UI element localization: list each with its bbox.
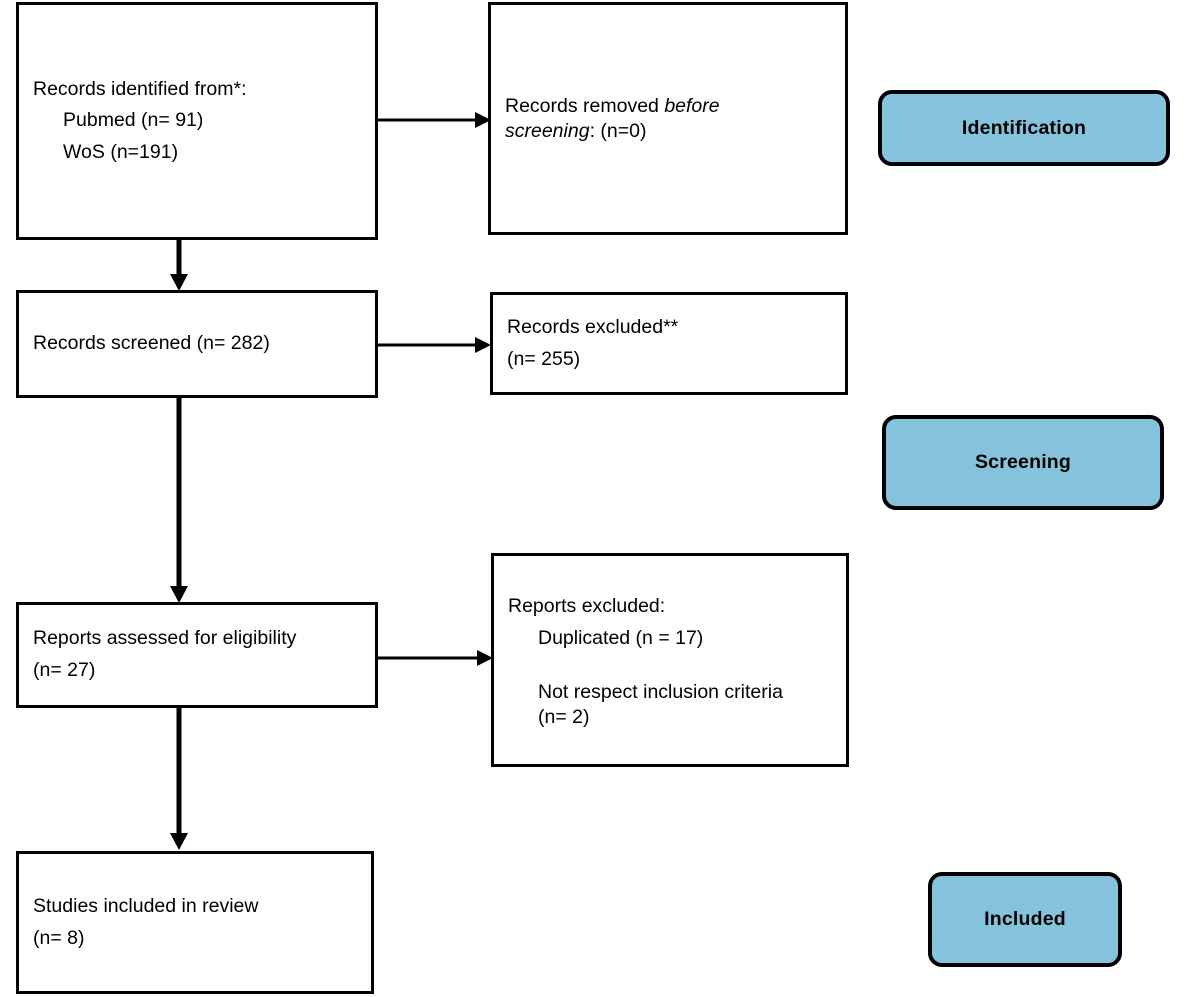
reports-assessed-label: Reports assessed for eligibility [33, 627, 297, 650]
box-records-excluded: Records excluded** (n= 255) [490, 292, 848, 395]
box-records-screened: Records screened (n= 282) [16, 290, 378, 398]
reports-excluded-reason-duplicated: Duplicated (n = 17) [538, 626, 704, 649]
reports-excluded-reason-inclusion: Not respect inclusion criteria [538, 681, 783, 704]
records-excluded-label: Records excluded** [507, 315, 679, 338]
records-removed-italic-before: before [664, 95, 720, 118]
box-records-identified: Records identified from*: Pubmed (n= 91)… [16, 2, 378, 240]
records-identified-source-wos: WoS (n=191) [63, 140, 179, 163]
reports-assessed-count: (n= 27) [33, 659, 96, 681]
arrow-screened-to-assessed [168, 396, 190, 604]
records-removed-prefix: Records removed [505, 95, 665, 118]
stage-label-identification: Identification [961, 116, 1087, 139]
arrow-assessed-to-included [168, 708, 190, 851]
arrow-identified-to-screened [168, 238, 190, 292]
stage-badge-screening: Screening [882, 415, 1164, 510]
reports-excluded-reason-inclusion-count: (n= 2) [538, 705, 590, 728]
arrow-identified-to-removed [377, 110, 492, 130]
stage-badge-identification: Identification [878, 90, 1170, 166]
studies-included-count: (n= 8) [33, 926, 85, 949]
studies-included-label: Studies included in review [33, 894, 259, 917]
stage-badge-included: Included [928, 872, 1122, 967]
records-excluded-count: (n= 255) [507, 347, 581, 370]
box-reports-excluded: Reports excluded: Duplicated (n = 17) No… [491, 553, 849, 767]
box-studies-included: Studies included in review (n= 8) [16, 851, 374, 994]
reports-excluded-spacer [494, 654, 846, 680]
box-reports-assessed: Reports assessed for eligibility (n= 27) [16, 602, 378, 708]
records-screened-text: Records screened (n= 282) [33, 332, 270, 355]
records-removed-line-1: Records removed before [491, 94, 845, 118]
records-removed-line-2: screening: (n=0) [491, 119, 845, 143]
stage-label-screening: Screening [974, 451, 1072, 473]
records-identified-source-pubmed: Pubmed (n= 91) [63, 109, 204, 132]
arrow-assessed-to-reports-excluded [377, 648, 494, 668]
box-records-removed-before-screening: Records removed before screening: (n=0) [488, 2, 848, 235]
arrow-screened-to-excluded [377, 335, 492, 355]
reports-excluded-heading: Reports excluded: [508, 595, 666, 618]
records-removed-italic-screening: screening [505, 119, 590, 142]
records-removed-count: : (n=0) [589, 119, 647, 142]
stage-label-included: Included [984, 908, 1066, 930]
records-identified-heading: Records identified from*: [33, 77, 247, 100]
